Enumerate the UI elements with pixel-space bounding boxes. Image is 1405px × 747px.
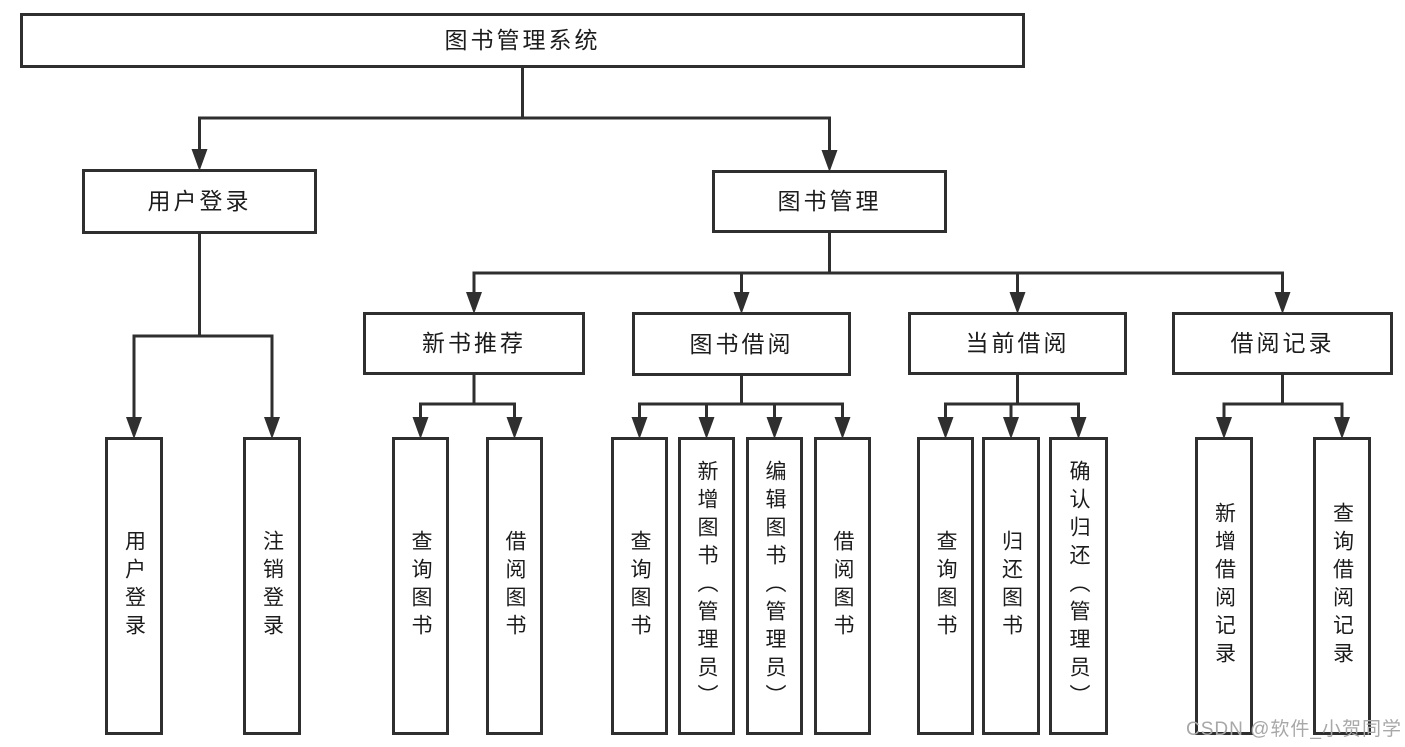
node-leaf-borrow-books-1: 借阅图书 — [486, 437, 543, 735]
node-label: 查询图书 — [934, 530, 957, 642]
arrowhead-icon — [631, 417, 648, 439]
arrowhead-icon — [191, 149, 208, 171]
node-root: 图书管理系统 — [20, 13, 1025, 68]
node-label: 归还图书 — [999, 530, 1023, 642]
node-book-mgmt: 图书管理 — [712, 170, 947, 233]
node-book-borrow: 图书借阅 — [632, 312, 851, 376]
arrowhead-icon — [1334, 417, 1350, 439]
node-leaf-edit-books: 编辑图书（管理员） — [746, 437, 803, 735]
node-label: 借阅记录 — [1230, 330, 1335, 356]
arrowhead-icon — [1009, 292, 1026, 314]
arrowhead-icon — [834, 417, 851, 439]
node-label: 查询图书 — [628, 530, 651, 642]
arrowhead-icon — [1003, 417, 1019, 439]
arrowhead-icon — [1216, 417, 1232, 439]
watermark: CSDN @软件_小贺同学 — [1186, 719, 1402, 740]
node-user-login: 用户登录 — [82, 169, 317, 234]
node-label: 图书管理系统 — [444, 27, 601, 53]
arrowhead-icon — [733, 292, 750, 314]
arrowhead-icon — [766, 417, 783, 439]
arrowhead-icon — [1274, 292, 1291, 314]
node-leaf-return-books: 归还图书 — [982, 437, 1040, 735]
arrowhead-icon — [126, 417, 142, 439]
node-label: 新书推荐 — [422, 330, 526, 356]
arrowhead-icon — [1070, 417, 1087, 439]
arrowhead-icon — [506, 417, 523, 439]
node-label: 查询图书 — [409, 530, 432, 642]
node-label: 图书管理 — [777, 188, 882, 214]
node-label: 当前借阅 — [965, 330, 1070, 356]
node-label: 新增图书（管理员） — [695, 460, 718, 712]
arrowhead-icon — [264, 417, 280, 439]
arrowhead-icon — [937, 417, 954, 439]
node-label: 用户登录 — [147, 188, 252, 214]
node-label: 新增借阅记录 — [1212, 502, 1236, 670]
node-label: 借阅图书 — [831, 530, 854, 642]
node-label: 编辑图书（管理员） — [763, 460, 786, 712]
node-leaf-query-books-2: 查询图书 — [611, 437, 668, 735]
arrowhead-icon — [821, 150, 838, 172]
node-label: 借阅图书 — [503, 530, 526, 642]
node-leaf-user-login: 用户登录 — [105, 437, 163, 735]
arrowhead-icon — [698, 417, 715, 439]
node-label: 查询借阅记录 — [1330, 502, 1354, 670]
arrowhead-icon — [412, 417, 429, 439]
node-leaf-add-borrow-record: 新增借阅记录 — [1195, 437, 1253, 735]
node-label: 注销登录 — [260, 530, 284, 642]
node-leaf-query-books-1: 查询图书 — [392, 437, 449, 735]
node-leaf-logout: 注销登录 — [243, 437, 301, 735]
node-new-book-rec: 新书推荐 — [363, 312, 585, 375]
node-current-borrow: 当前借阅 — [908, 312, 1127, 375]
node-leaf-query-borrow-record: 查询借阅记录 — [1313, 437, 1371, 735]
node-leaf-query-books-3: 查询图书 — [917, 437, 974, 735]
node-label: 确认归还（管理员） — [1067, 460, 1090, 712]
node-leaf-borrow-books-2: 借阅图书 — [814, 437, 871, 735]
node-leaf-add-books: 新增图书（管理员） — [678, 437, 735, 735]
node-borrow-records: 借阅记录 — [1172, 312, 1393, 375]
arrowhead-icon — [466, 292, 482, 314]
node-leaf-confirm-return: 确认归还（管理员） — [1049, 437, 1108, 735]
node-label: 图书借阅 — [689, 330, 794, 357]
node-label: 用户登录 — [122, 530, 146, 642]
